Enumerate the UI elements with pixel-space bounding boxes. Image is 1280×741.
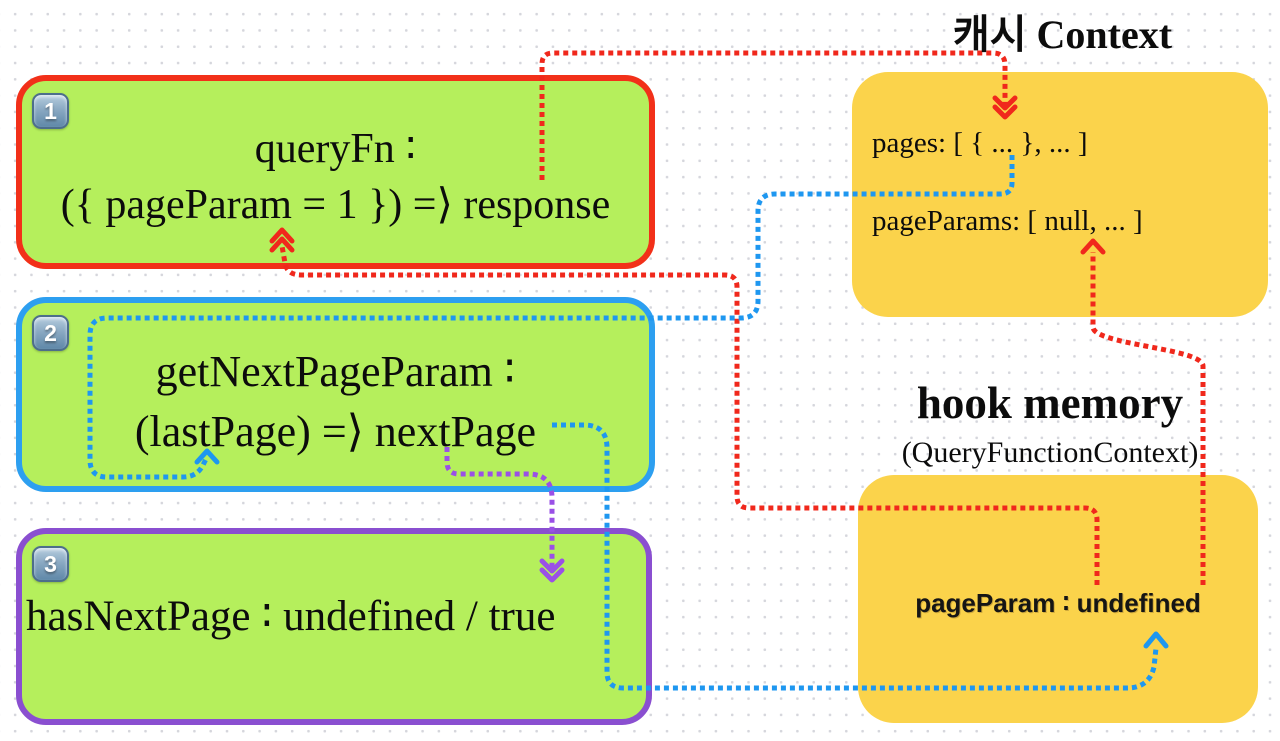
hook-memory-box: pageParam ∶ undefined — [858, 475, 1258, 723]
queryfn-label: queryFn ∶ — [254, 126, 417, 172]
keycap-2-badge: 2 — [32, 315, 69, 351]
queryfunctioncontext-subtitle: (QueryFunctionContext) — [901, 436, 1199, 469]
hasnextpage-label: hasNextPage ∶ undefined / true — [26, 593, 556, 640]
hook-pageparam-label: pageParam ∶ undefined — [915, 588, 1201, 618]
hook-memory-title: hook memory — [916, 378, 1184, 428]
cache-pageparams-label: pageParams: [ null, ... ] — [872, 205, 1143, 237]
queryfn-box: 1 queryFn ∶ ({ pageParam = 1 }) =⟩ respo… — [16, 75, 655, 269]
getnextpageparam-signature: (lastPage) =⟩ nextPage — [134, 407, 537, 456]
hasnextpage-box: 3 hasNextPage ∶ undefined / true — [16, 528, 652, 725]
getnextpageparam-label: getNextPageParam ∶ — [155, 347, 516, 396]
getnextpageparam-box: 2 getNextPageParam ∶ (lastPage) =⟩ nextP… — [16, 297, 655, 492]
queryfn-signature: ({ pageParam = 1 }) =⟩ response — [60, 182, 611, 228]
cache-pages-label: pages: [ { ... }, ... ] — [872, 127, 1088, 159]
keycap-1-badge: 1 — [32, 93, 69, 129]
keycap-3-badge: 3 — [32, 546, 69, 582]
cache-context-box: pages: [ { ... }, ... ] pageParams: [ nu… — [852, 72, 1268, 317]
cache-context-title: 캐시 Context — [952, 12, 1173, 57]
